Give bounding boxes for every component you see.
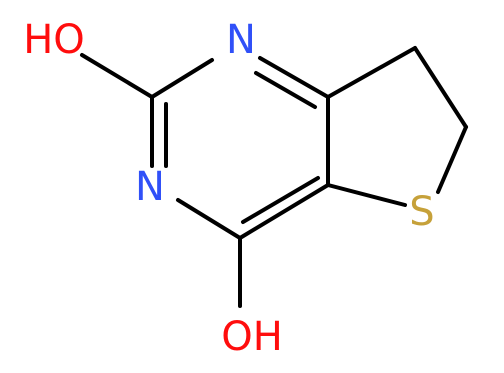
bond-n3-c4 — [176, 198, 242, 240]
bond-c2-n1 — [150, 58, 214, 99]
bond-c7-c6 — [413, 46, 468, 129]
bond-c4-c4a-inner — [241, 176, 320, 224]
bond-ho-c2 — [80, 53, 154, 99]
atom-labels-group: HO N N S OH — [23, 17, 434, 360]
atom-label-ho-top: HO — [23, 17, 85, 63]
bond-n1-c7a-inner — [254, 71, 317, 109]
atom-label-s: S — [409, 189, 434, 235]
bond-c7a-c7 — [326, 46, 417, 99]
bond-n1-c7a — [258, 56, 330, 99]
bond-c6-s — [436, 125, 468, 194]
bonds-group — [80, 46, 468, 308]
bond-c4-c4a — [238, 183, 330, 240]
atom-label-n-top: N — [226, 17, 256, 63]
bond-s-c4a — [326, 183, 407, 207]
atom-label-oh-bottom: OH — [221, 314, 283, 360]
atom-label-n-bottom: N — [135, 164, 165, 210]
